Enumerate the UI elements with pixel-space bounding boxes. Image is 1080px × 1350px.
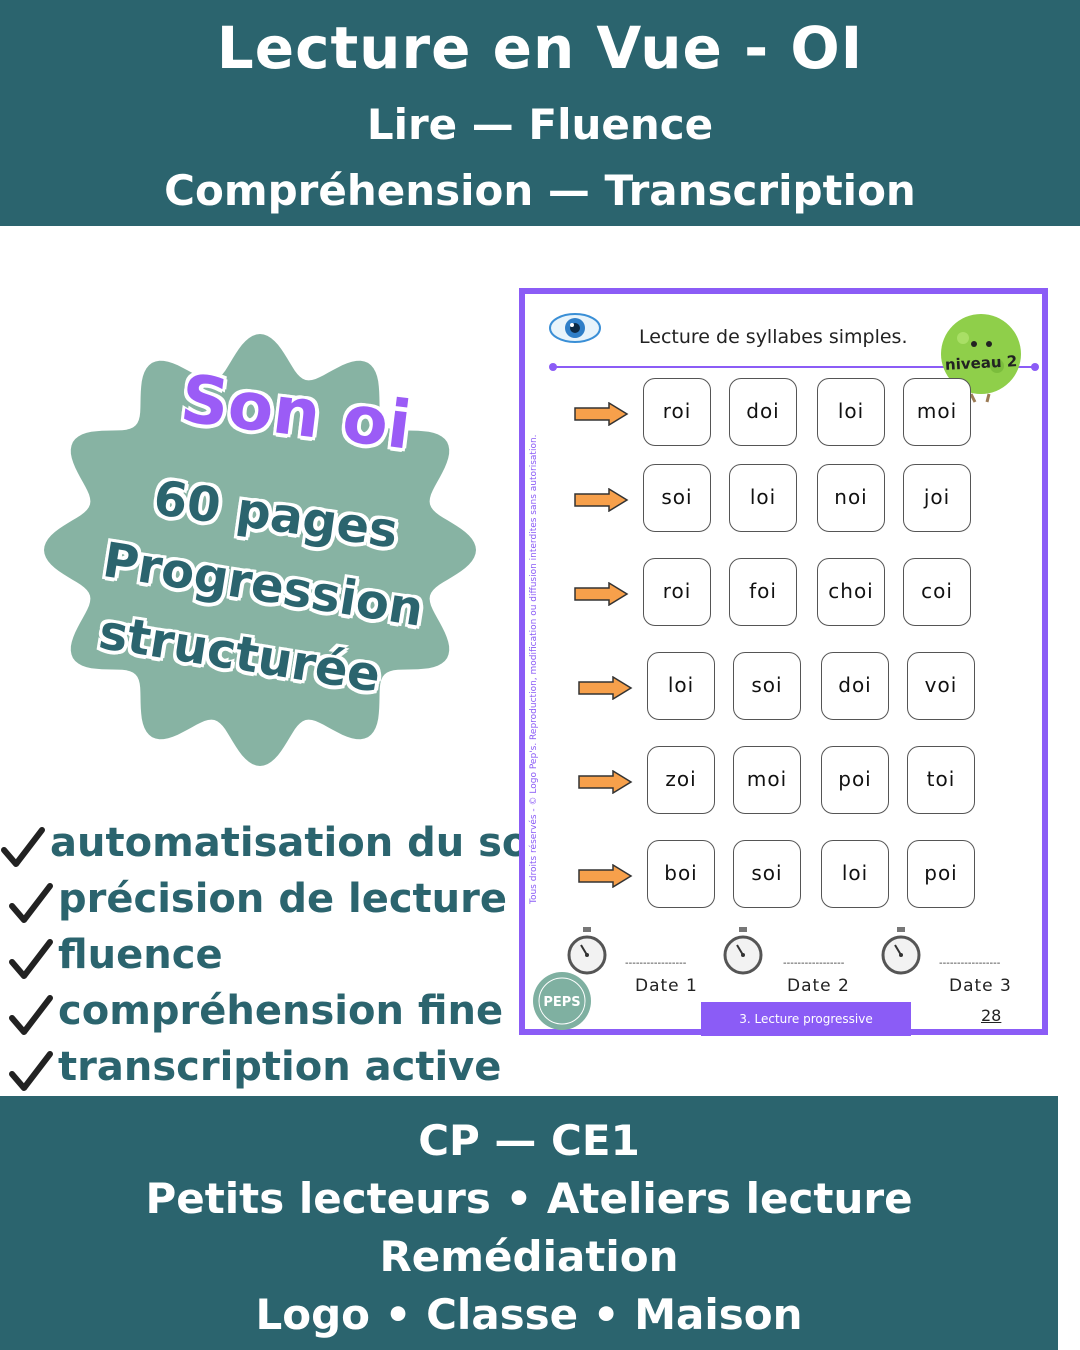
syllable-row: zoi moi poi toi <box>525 746 1025 816</box>
rule-dot <box>549 363 557 371</box>
syllable-card: boi <box>647 840 715 908</box>
syllable-card: toi <box>907 746 975 814</box>
subtitle-comprehension: Compréhension — Transcription <box>164 166 916 215</box>
syllable-card: loi <box>821 840 889 908</box>
syllable-card: voi <box>907 652 975 720</box>
syllable-card: foi <box>729 558 797 626</box>
grade-levels: CP — CE1 <box>418 1116 640 1165</box>
syllable-row: boi soi loi poi <box>525 840 1025 910</box>
arrow-right-icon <box>574 402 629 426</box>
syllable-card: moi <box>903 378 971 446</box>
eye-icon <box>549 313 601 343</box>
date-3-label: Date 3 <box>949 976 1012 996</box>
logo-icon: PEPS <box>533 972 591 1030</box>
check-icon <box>9 939 53 979</box>
check-label: précision de lecture <box>58 876 508 922</box>
context-line: Logo • Classe • Maison <box>255 1290 803 1339</box>
syllable-row: roi foi choi coi <box>525 558 1025 628</box>
remediation-line: Remédiation <box>379 1232 679 1281</box>
check-icon <box>1 827 45 867</box>
syllable-card: roi <box>643 378 711 446</box>
arrow-right-icon <box>574 488 629 512</box>
syllable-row: roi doi loi moi <box>525 378 1025 448</box>
page-title: Lecture en Vue - OI <box>216 14 864 82</box>
syllable-card: loi <box>729 464 797 532</box>
worksheet-preview: Lecture de syllabes simples. niveau 2 To… <box>519 288 1048 1036</box>
syllable-card: soi <box>733 840 801 908</box>
syllable-card: loi <box>817 378 885 446</box>
check-icon <box>9 883 53 923</box>
check-label: transcription active <box>58 1044 502 1090</box>
syllable-card: noi <box>817 464 885 532</box>
header-banner: Lecture en Vue - OI Lire — Fluence Compr… <box>0 0 1080 226</box>
date-line: ----------------- <box>939 958 1001 969</box>
syllable-row: soi loi noi joi <box>525 464 1025 534</box>
page-number: 28 <box>981 1006 1002 1025</box>
syllable-card: poi <box>821 746 889 814</box>
peps-logo: PEPS <box>531 970 593 1032</box>
arrow-right-icon <box>574 582 629 606</box>
date-2-label: Date 2 <box>787 976 850 996</box>
check-label: fluence <box>58 932 223 978</box>
check-icon <box>9 995 53 1035</box>
syllable-card: roi <box>643 558 711 626</box>
stopwatch-icon <box>567 927 607 975</box>
date-1-label: Date 1 <box>635 976 698 996</box>
rule-dot <box>1031 363 1039 371</box>
title-rule <box>551 366 1035 368</box>
worksheet-title: Lecture de syllabes simples. <box>639 326 908 348</box>
arrow-right-icon <box>578 676 633 700</box>
arrow-right-icon <box>578 864 633 888</box>
check-label: compréhension fine <box>58 988 504 1034</box>
syllable-card: soi <box>733 652 801 720</box>
date-line: ----------------- <box>625 958 687 969</box>
syllable-card: poi <box>907 840 975 908</box>
arrow-right-icon <box>578 770 633 794</box>
syllable-card: moi <box>733 746 801 814</box>
stopwatch-icon <box>723 927 763 975</box>
badge-shape <box>44 334 476 766</box>
stopwatch-icon <box>881 927 921 975</box>
footer-banner: CP — CE1 Petits lecteurs • Ateliers lect… <box>0 1096 1058 1350</box>
syllable-card: soi <box>643 464 711 532</box>
syllable-card: choi <box>817 558 885 626</box>
syllable-card: joi <box>903 464 971 532</box>
syllable-card: coi <box>903 558 971 626</box>
logo-text: PEPS <box>543 995 580 1010</box>
date-line: ----------------- <box>783 958 845 969</box>
level-label: niveau 2 <box>944 352 1018 374</box>
check-label: automatisation du son <box>50 820 558 866</box>
subtitle-lire-fluence: Lire — Fluence <box>366 100 714 149</box>
audience-line: Petits lecteurs • Ateliers lecture <box>145 1174 913 1223</box>
green-monster-icon <box>941 314 1021 403</box>
section-tab: 3. Lecture progressive <box>701 1002 911 1036</box>
syllable-card: loi <box>647 652 715 720</box>
syllable-card: doi <box>729 378 797 446</box>
syllable-card: zoi <box>647 746 715 814</box>
check-icon <box>9 1051 53 1091</box>
syllable-row: loi soi doi voi <box>525 652 1025 722</box>
syllable-card: doi <box>821 652 889 720</box>
scalloped-badge <box>40 330 480 770</box>
